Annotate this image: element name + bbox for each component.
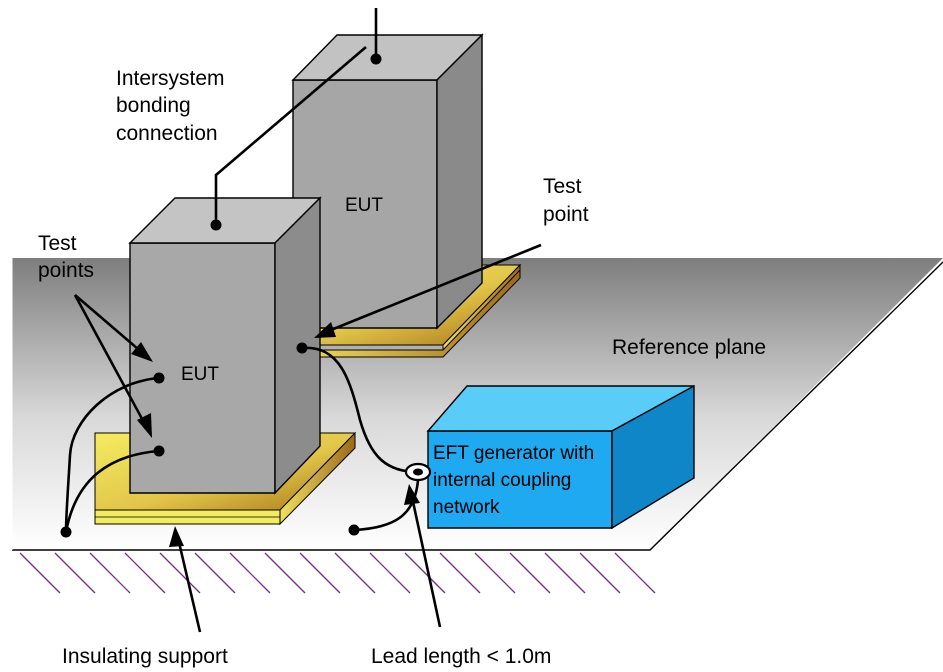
plane-connection-point	[348, 524, 360, 536]
generator-label-line3: network	[433, 497, 500, 518]
eut-back-box	[291, 33, 484, 330]
insulating-support-label: Insulating support	[62, 645, 228, 668]
test-points-label-line2: points	[38, 259, 94, 282]
lead-upper-test-point	[64, 376, 160, 533]
eut-front-label: EUT	[181, 364, 219, 385]
lead-length-label: Lead length < 1.0m	[371, 645, 551, 668]
arrow-test-points-upper	[74, 294, 153, 362]
ground-hatching	[19, 552, 656, 594]
bonding-label-line3: connection	[116, 122, 218, 145]
bonding-point-back	[370, 53, 382, 65]
test-point-label-line2: point	[543, 203, 589, 226]
bonding-point-front	[210, 219, 222, 231]
arrow-lead-length	[404, 484, 442, 628]
bonding-label-line2: bonding	[116, 94, 191, 117]
bonding-label-line1: Intersystem	[116, 67, 225, 90]
arrow-test-point-side	[314, 243, 542, 338]
reference-plane-outline	[12, 261, 943, 551]
lead-to-plane	[353, 479, 420, 532]
lead-to-generator	[301, 346, 419, 474]
eut-front-box	[128, 196, 322, 495]
eft-generator-box	[426, 384, 695, 530]
ground-connection-point	[60, 526, 72, 538]
eut-back-label: EUT	[345, 195, 383, 216]
lead-lower-test-point	[64, 449, 160, 533]
reference-plane-label: Reference plane	[612, 336, 766, 359]
bonding-connection-wire	[214, 46, 367, 224]
arrow-insulating-support	[169, 526, 202, 633]
generator-label-line2: internal coupling	[433, 470, 571, 491]
test-points-label-line1: Test	[38, 232, 77, 255]
test-point-label-line1: Test	[543, 175, 582, 198]
generator-label-line1: EFT generator with	[433, 443, 594, 464]
arrow-test-points-lower	[73, 294, 152, 438]
